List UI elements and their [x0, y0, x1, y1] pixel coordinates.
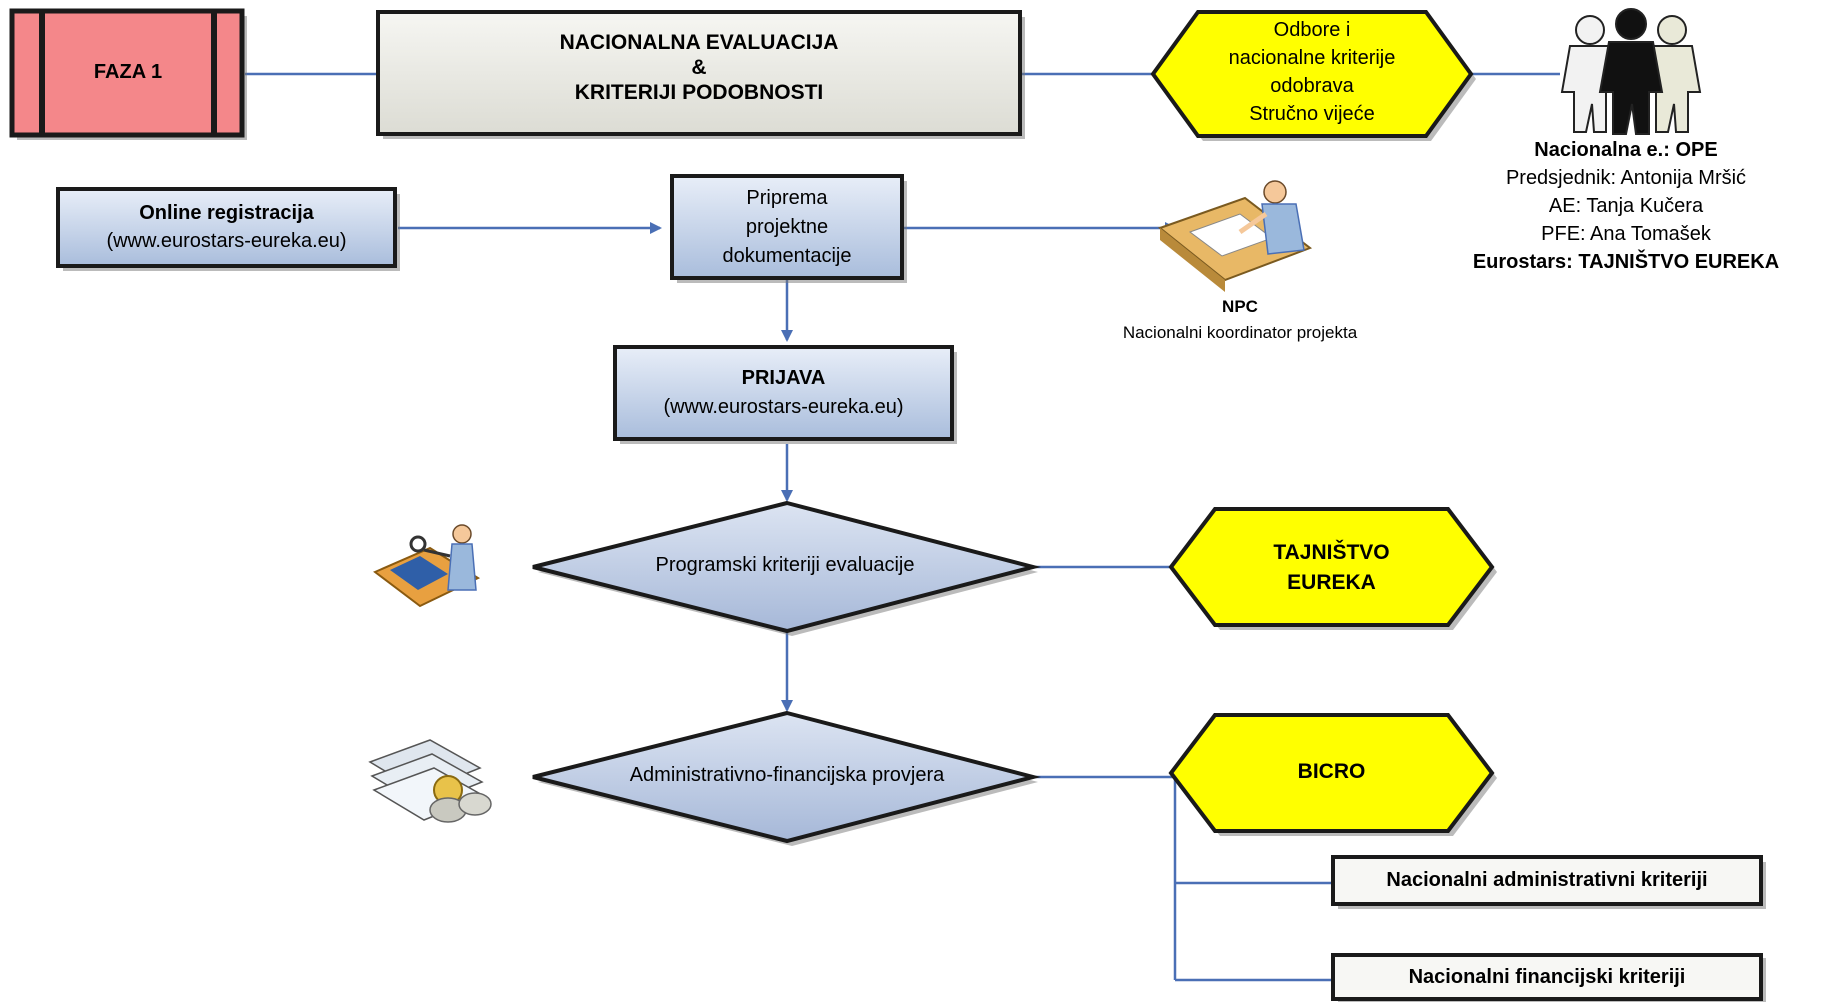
secretariat-text: TAJNIŠTVO EUREKA	[1171, 538, 1492, 598]
prep-line-3: dokumentacije	[722, 245, 852, 267]
people-group-icon	[1560, 8, 1702, 135]
header-line-3: KRITERIJI PODOBNOSTI	[574, 81, 824, 105]
financial-criteria-box	[1331, 953, 1766, 1002]
program-criteria-label: Programski kriteriji evaluacije	[655, 554, 915, 576]
approval-text: Odbore i nacionalne kriterije odobrava S…	[1153, 16, 1471, 128]
npc-title: NPC	[1222, 297, 1258, 316]
phase-label: FAZA 1	[93, 61, 163, 83]
documents-coins-icon	[368, 739, 492, 823]
bicro-hexagon	[1168, 713, 1497, 836]
approval-line-2: nacionalne kriterije	[1228, 47, 1396, 69]
online-text: Online registracija (www.eurostars-eurek…	[58, 199, 395, 255]
secretariat-hexagon	[1168, 507, 1497, 630]
prep-box	[670, 174, 907, 283]
prep-line-1: Priprema	[746, 187, 828, 209]
approval-line-3: odobrava	[1270, 75, 1354, 97]
people-line-4: Eurostars: TAJNIŠTVO EUREKA	[1472, 251, 1780, 273]
admin-check-diamond	[532, 710, 1041, 846]
inspector-icon	[373, 524, 481, 608]
bicro-label: BICRO	[1297, 760, 1366, 783]
header-line-2: &	[691, 56, 707, 80]
secretariat-line-2: EUREKA	[1287, 571, 1376, 594]
header-box	[376, 10, 1025, 139]
npc-subtitle: Nacionalni koordinator projekta	[1122, 323, 1358, 342]
application-title: PRIJAVA	[741, 367, 826, 389]
program-criteria-diamond	[532, 500, 1041, 636]
admin-criteria-box	[1331, 855, 1766, 909]
people-title: Nacionalna e.: OPE	[1534, 139, 1718, 161]
online-title: Online registracija	[139, 202, 314, 224]
npc-text: NPC Nacionalni koordinator projekta	[1060, 294, 1420, 346]
application-text: PRIJAVA (www.eurostars-eureka.eu)	[615, 364, 952, 422]
application-box	[613, 345, 957, 444]
approval-line-1: Odbore i	[1273, 19, 1351, 41]
header-line-1: NACIONALNA EVALUACIJA	[559, 31, 839, 54]
connectors	[245, 72, 1560, 982]
phase-box	[9, 8, 247, 140]
admin-criteria-label: Nacionalni administrativni kriteriji	[1386, 869, 1708, 891]
people-line-2: AE: Tanja Kučera	[1548, 195, 1704, 217]
prep-text: Priprema projektne dokumentacije	[672, 184, 902, 271]
header-title: NACIONALNA EVALUACIJA & KRITERIJI PODOBN…	[378, 30, 1020, 106]
approval-line-4: Stručno vijeće	[1249, 103, 1375, 125]
online-registration-box	[56, 187, 400, 271]
secretariat-line-1: TAJNIŠTVO	[1273, 541, 1390, 564]
admin-check-label: Administrativno-financijska provjera	[629, 764, 945, 786]
people-text: Nacionalna e.: OPE Predsjednik: Antonija…	[1421, 136, 1831, 276]
desk-worker-icon	[1157, 180, 1313, 292]
prep-line-2: projektne	[745, 216, 829, 238]
people-line-1: Predsjednik: Antonija Mršić	[1505, 167, 1747, 189]
application-url: (www.eurostars-eureka.eu)	[663, 396, 904, 418]
online-url: (www.eurostars-eureka.eu)	[106, 230, 347, 252]
approval-hexagon	[1150, 10, 1476, 141]
financial-criteria-label: Nacionalni financijski kriteriji	[1408, 966, 1686, 988]
people-line-3: PFE: Ana Tomašek	[1541, 223, 1711, 245]
